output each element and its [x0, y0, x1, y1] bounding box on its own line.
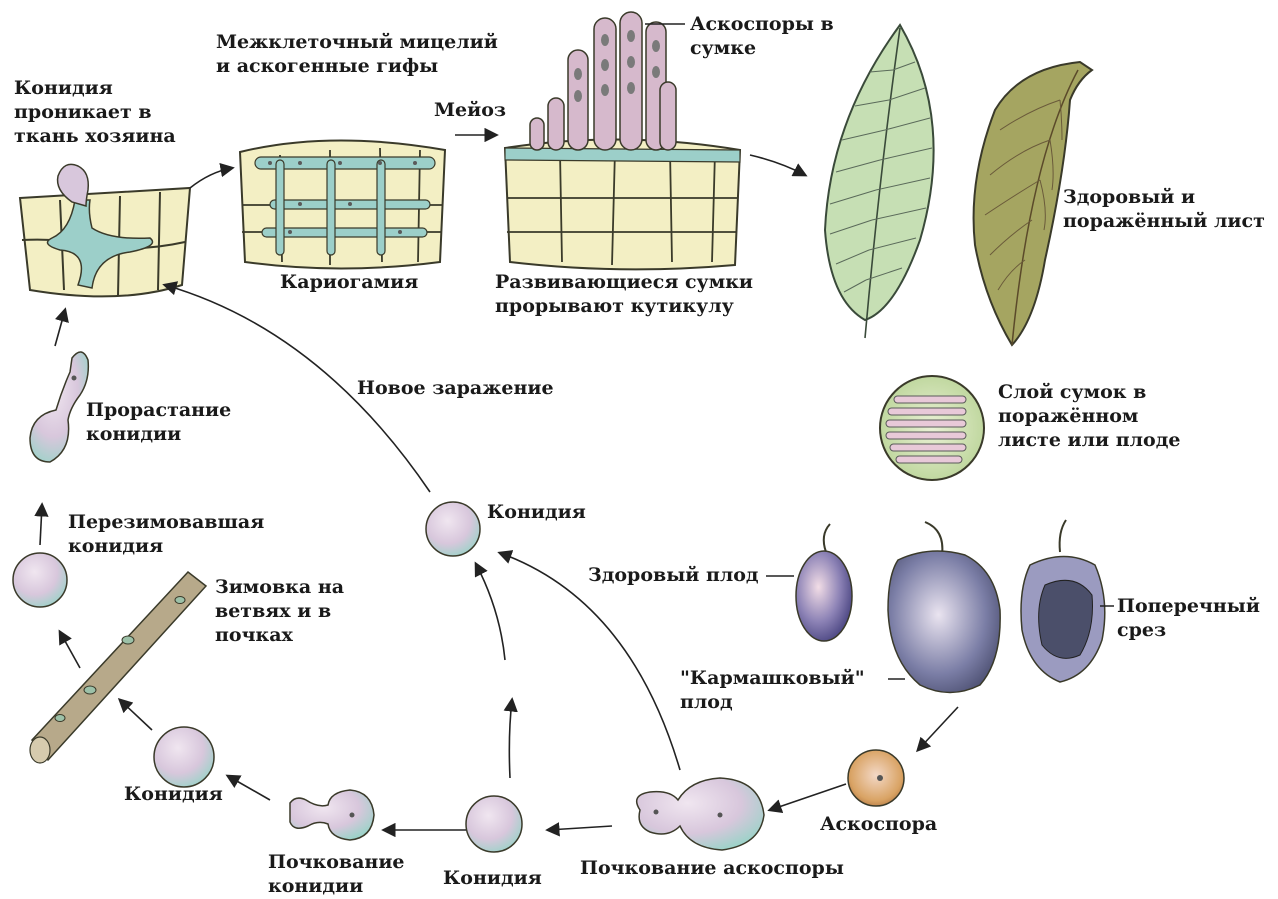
label-conidium-germination: Прорастание конидии: [86, 398, 231, 446]
label-overwintered-conidium: Перезимовавшая конидия: [68, 510, 264, 558]
label-meiosis: Мейоз: [434, 98, 506, 122]
label-developing-asci: Развивающиеся сумки прорывают кутикулу: [495, 270, 753, 318]
asci-layer-lens: [880, 376, 984, 480]
label-conidium-bottom: Конидия: [443, 866, 542, 890]
label-ascospore: Аскоспора: [820, 812, 937, 836]
conidium-bottom-cell: [466, 796, 522, 852]
label-overwintering: Зимовка на ветвях и в почках: [215, 575, 344, 647]
karyogamy-tissue: [240, 140, 445, 268]
pocket-fruit: [888, 522, 1000, 693]
overwintered-conidium-cell: [13, 553, 67, 607]
conidium-top-cell: [426, 502, 480, 556]
label-intercellular-mycelium: Межклеточный мицелий и аскогенные гифы: [216, 30, 498, 78]
label-conidium-left: Конидия: [124, 782, 223, 806]
label-ascospore-budding: Почкование аскоспоры: [580, 856, 844, 880]
label-karyogamy: Кариогамия: [280, 270, 418, 294]
label-conidium-budding: Почкование конидии: [268, 850, 405, 898]
label-asci-layer: Слой сумок в поражённом листе или плоде: [998, 380, 1180, 452]
label-healthy-fruit: Здоровый плод: [588, 563, 759, 587]
conidium-budding-cell: [290, 790, 374, 840]
label-new-infection: Новое заражение: [357, 376, 554, 400]
host-tissue-penetration: [20, 164, 190, 296]
healthy-fruit: [796, 524, 852, 641]
label-cross-section: Поперечный срез: [1117, 594, 1260, 642]
healthy-leaf: [825, 25, 934, 338]
label-conidium-top: Конидия: [487, 500, 586, 524]
label-healthy-diseased-leaf: Здоровый и поражённый лист: [1063, 185, 1265, 233]
conidium-left-cell: [154, 727, 214, 787]
ascospore-budding-cell: [637, 778, 764, 850]
ascospore-cell: [848, 750, 904, 806]
fruit-cross-section: [1021, 520, 1105, 682]
label-conidium-penetrates: Конидия проникает в ткань хозяина: [14, 76, 176, 148]
label-pocket-fruit: "Кармашковый" плод: [680, 666, 865, 714]
label-ascospores-in-ascus: Аскоспоры в сумке: [690, 12, 834, 60]
germinating-conidium-cell: [30, 352, 88, 462]
